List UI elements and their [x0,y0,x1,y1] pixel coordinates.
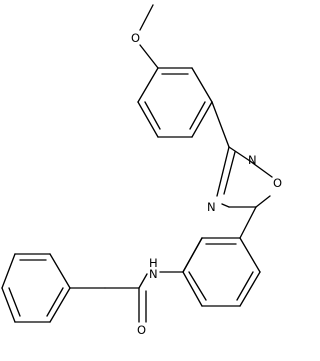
ring-nitrogen-upper-label: N [248,153,257,167]
central-benzene-ring [182,237,261,307]
amide-nitrogen-label: N [149,267,158,281]
oxadiazole-aryl-bond [239,206,257,239]
carbonyl-oxygen-label: O [137,323,146,337]
atom-labels: O N O N H N O [131,31,282,337]
ring-oxygen-label: O [273,176,282,190]
aryl-oxadiazole-bond [211,101,230,148]
amide-hydrogen-label: H [149,256,158,270]
ring-nitrogen-lower-label: N [207,200,216,214]
methoxy-oxygen-label: O [131,31,140,45]
methoxy-group [139,4,159,69]
phenyl-ring [1,253,106,323]
methoxyphenyl-ring [137,67,213,138]
oxadiazole-ring [216,146,273,208]
molecule-diagram: O N O N H N O [1,4,282,337]
amide-linkage [104,237,203,323]
structure-svg: O N O N H N O [1,4,282,337]
